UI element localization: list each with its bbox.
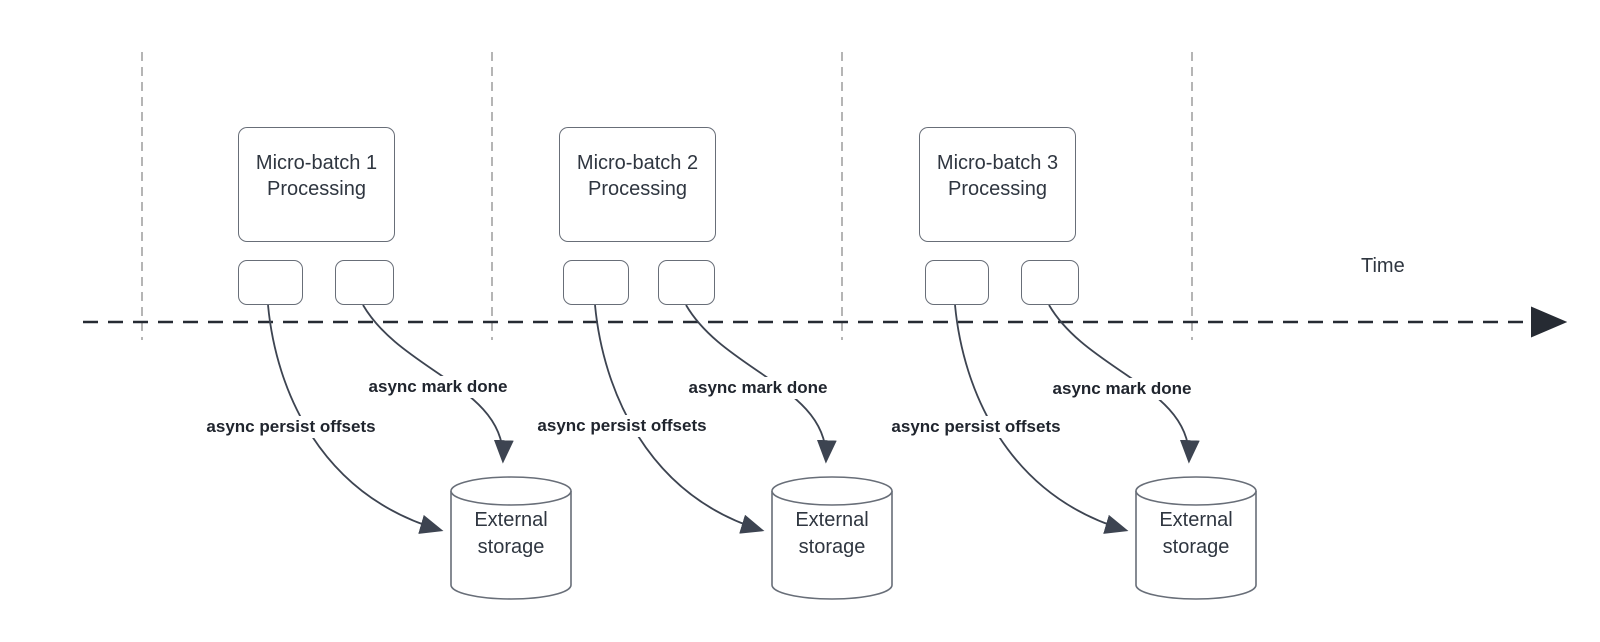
external-storage-label-2: External storage — [772, 507, 892, 561]
done-task-chip-3 — [1021, 260, 1079, 305]
external-storage-2-line2: storage — [798, 536, 866, 558]
external-storage-2-line1: External — [795, 509, 869, 531]
done-task-chip-2 — [658, 260, 715, 305]
mark-done-label-3: async mark done — [1049, 378, 1195, 400]
microbatch-1-label-line1: Micro-batch 1 — [255, 151, 378, 174]
done-task-chip-1 — [335, 260, 394, 305]
microbatch-3-processing-box: Micro-batch 3 Processing — [919, 127, 1076, 242]
storage-cylinder-2 — [771, 476, 893, 600]
persist-offsets-label-1: async persist offsets — [203, 416, 379, 438]
microbatch-2-label-line1: Micro-batch 2 — [576, 151, 699, 174]
storage-cylinder-1 — [450, 476, 572, 600]
external-storage-1-line1: External — [474, 509, 548, 531]
persist-offsets-label-3: async persist offsets — [888, 416, 1064, 438]
microbatch-2-processing-box: Micro-batch 2 Processing — [559, 127, 716, 242]
storage-cylinder-3 — [1135, 476, 1257, 600]
offset-task-chip-2 — [563, 260, 629, 305]
microbatch-3-label-line1: Micro-batch 3 — [936, 151, 1059, 174]
microbatch-1-processing-box: Micro-batch 1 Processing — [238, 127, 395, 242]
external-storage-label-1: External storage — [451, 507, 571, 561]
microbatch-1-label-line2: Processing — [267, 177, 366, 200]
microbatch-2-label-line2: Processing — [588, 177, 687, 200]
mark-done-label-2: async mark done — [685, 377, 831, 399]
external-storage-label-3: External storage — [1136, 507, 1256, 561]
external-storage-3-line2: storage — [1162, 536, 1230, 558]
external-storage-3-line1: External — [1159, 509, 1233, 531]
offset-task-chip-3 — [925, 260, 989, 305]
microbatch-3-label-line2: Processing — [948, 177, 1047, 200]
offset-task-chip-1 — [238, 260, 303, 305]
persist-offsets-label-2: async persist offsets — [534, 415, 710, 437]
time-axis-label: Time — [1361, 255, 1405, 277]
mark-done-label-1: async mark done — [365, 376, 511, 398]
external-storage-1-line2: storage — [477, 536, 545, 558]
